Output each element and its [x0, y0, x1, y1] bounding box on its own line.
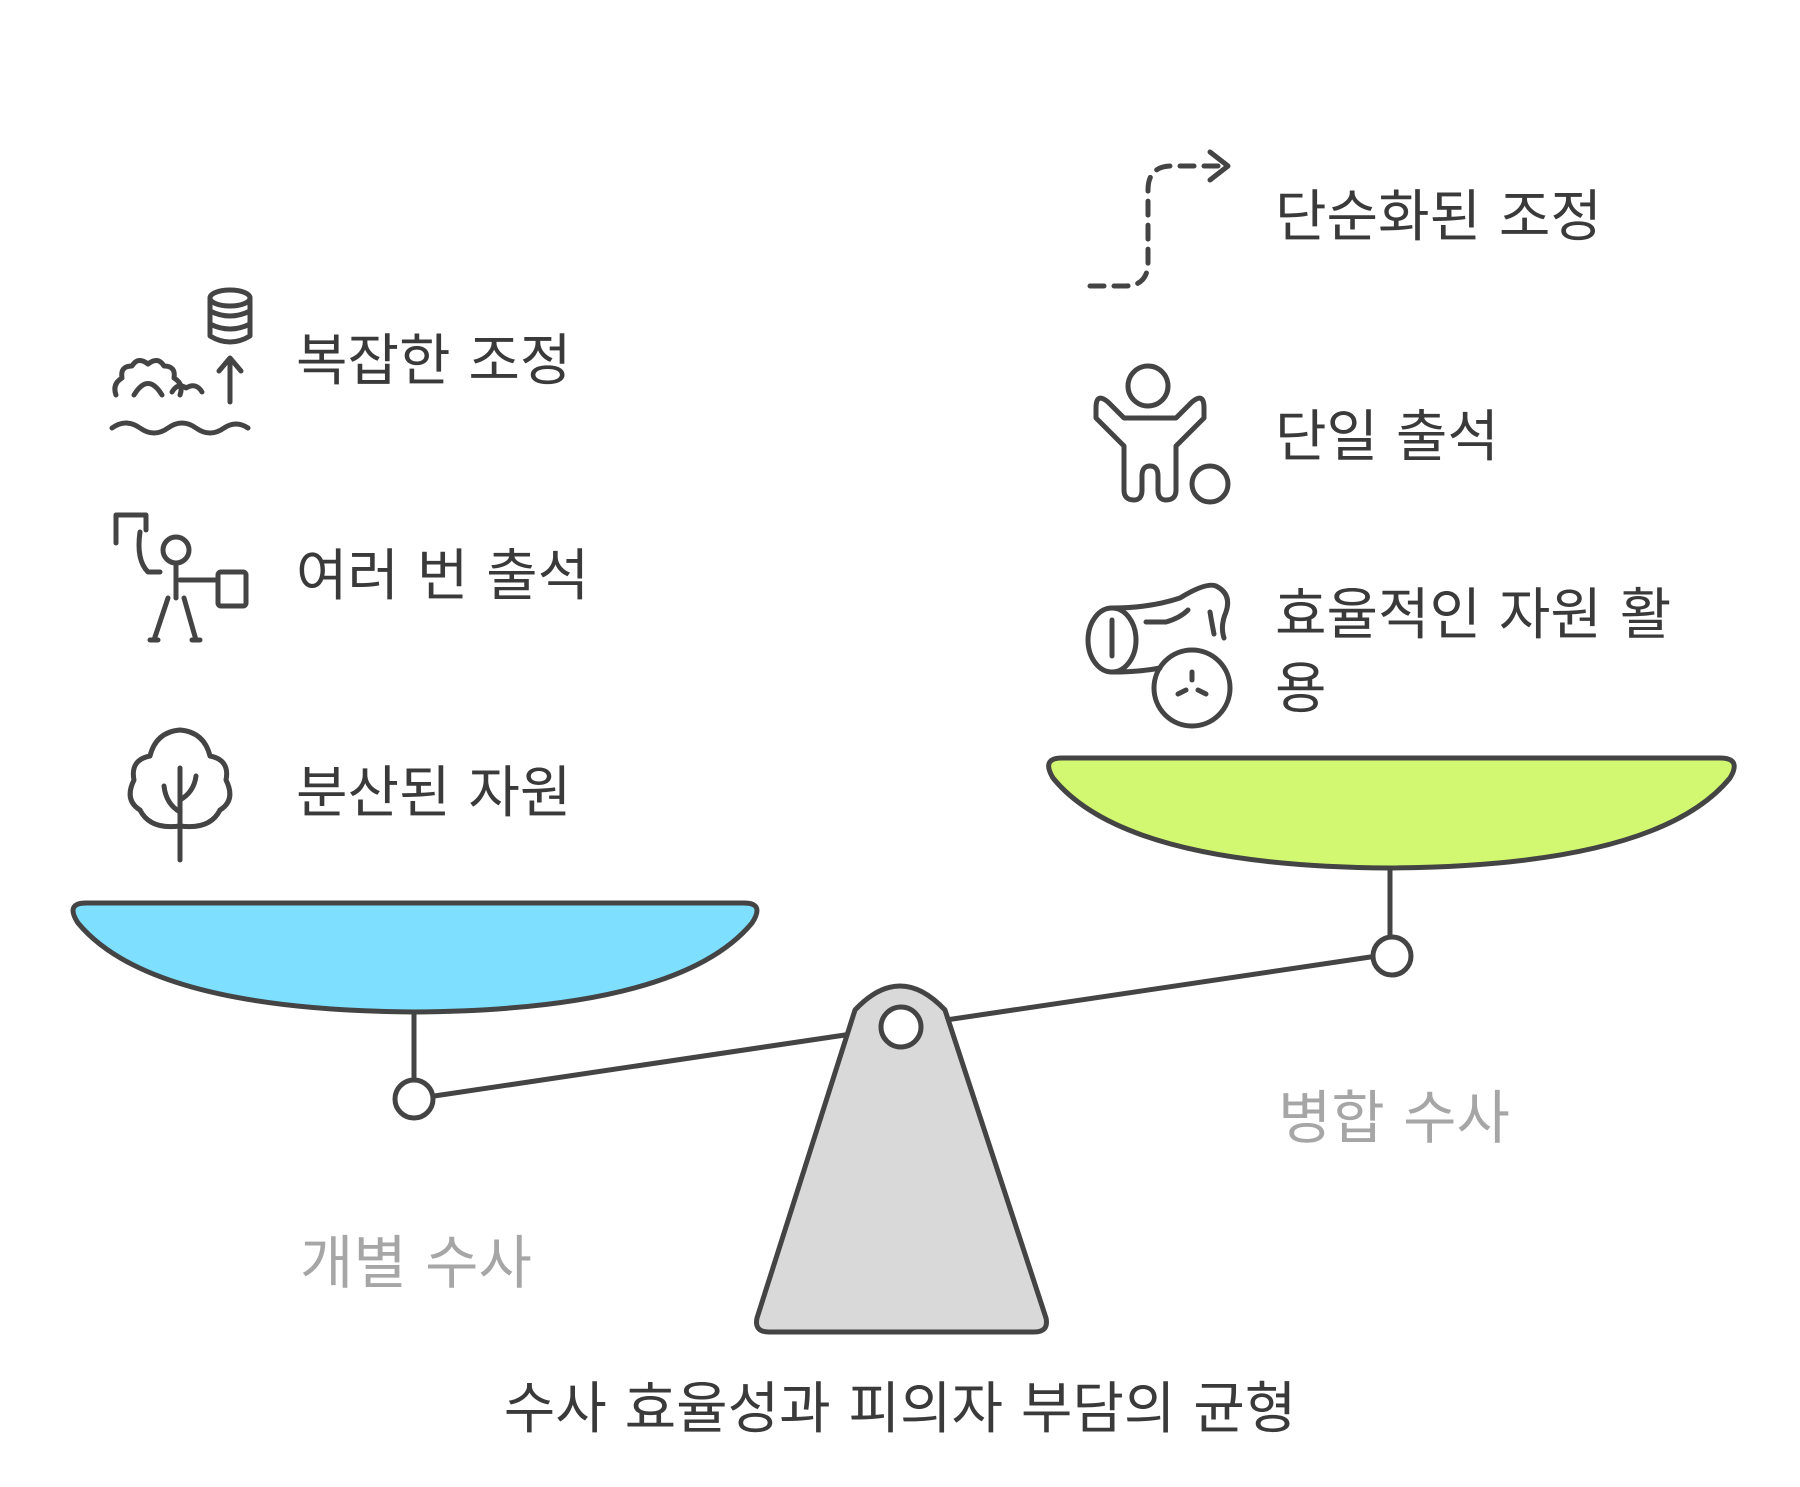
- fulcrum-pivot: [878, 1004, 924, 1050]
- right-item-label: 단일 출석: [1275, 405, 1499, 470]
- right-pan-joint: [1370, 934, 1414, 978]
- tree-icon: [127, 727, 233, 863]
- gears-database-icon: [109, 287, 253, 436]
- left-pan: [70, 900, 760, 1015]
- left-item-label: 복잡한 조정: [296, 329, 571, 394]
- person-arms-up-icon: [1093, 363, 1231, 505]
- right-item-label-continued: 용: [1275, 657, 1327, 722]
- left-pan-label: 개별 수사: [300, 1229, 532, 1297]
- scale-fulcrum: [754, 983, 1049, 1335]
- right-pan-label: 병합 수사: [1278, 1084, 1510, 1152]
- left-pan-joint: [392, 1077, 436, 1121]
- left-item-label: 여러 번 출석: [296, 544, 589, 609]
- log-resources-icon: [1085, 582, 1233, 729]
- right-pan: [1046, 755, 1737, 871]
- left-item-label: 분산된 자원: [296, 761, 571, 826]
- dashed-path-arrow-icon: [1087, 149, 1231, 289]
- diagram-caption: 수사 효율성과 피의자 부담의 균형: [504, 1377, 1296, 1442]
- right-item-label: 효율적인 자원 활: [1275, 583, 1671, 648]
- person-commuting-icon: [113, 512, 249, 643]
- right-item-label: 단순화된 조정: [1275, 185, 1602, 250]
